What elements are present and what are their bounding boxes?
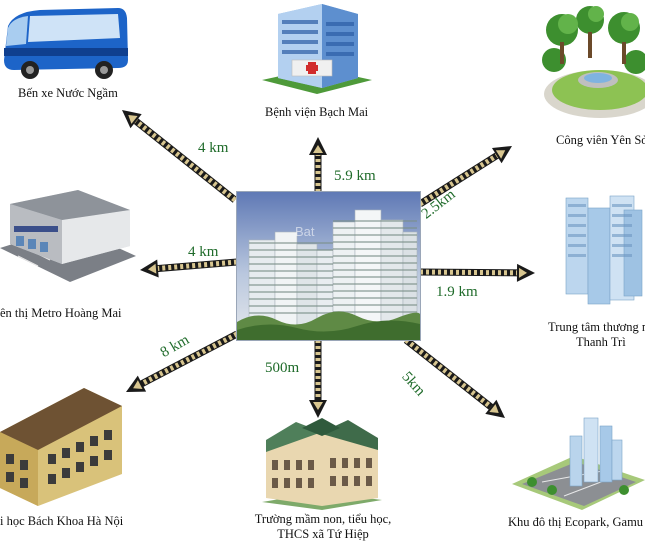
bus-icon (0, 4, 130, 82)
park-icon (540, 2, 645, 120)
watermark: Bat (295, 224, 315, 239)
label-supermarket: ên thị Metro Hoàng Mai (0, 306, 122, 320)
arrow-park (418, 146, 512, 207)
arrow-bus-station (122, 110, 238, 203)
label-mall: Trung tâm thương m Thanh Trì (548, 320, 645, 350)
arrow-ecopark (403, 337, 505, 418)
distance-hospital: 5.9 km (334, 168, 376, 184)
apartment-complex-photo: Bat (237, 192, 420, 340)
label-park: Công viên Yên Sở (556, 133, 645, 147)
supermarket-icon (0, 186, 136, 286)
label-bus-station: Bến xe Nước Ngầm (18, 86, 118, 100)
label-hospital: Bệnh viện Bạch Mai (265, 105, 369, 119)
distance-bus-station: 4 km (198, 140, 229, 156)
label-ecopark: Khu đô thị Ecopark, Gamu (508, 515, 644, 529)
label-school: Trường mầm non, tiểu học, THCS xã Tứ Hiệ… (250, 512, 396, 542)
distance-school: 500m (265, 360, 300, 376)
arrow-mall (419, 263, 535, 282)
arrow-university (126, 330, 239, 392)
distance-supermarket: 4 km (188, 244, 219, 260)
arrow-supermarket (140, 258, 238, 278)
label-mall-line-1: Trung tâm thương m (548, 320, 645, 334)
label-mall-line-2: Thanh Trì (576, 335, 626, 349)
urban-area-icon (512, 410, 645, 510)
label-university: i học Bách Khoa Hà Nội (0, 514, 124, 528)
school-icon (262, 418, 382, 510)
hospital-icon (262, 2, 372, 94)
label-school-line-2: THCS xã Tứ Hiệp (277, 527, 369, 541)
distance-mall: 1.9 km (436, 284, 478, 300)
university-icon (0, 384, 124, 508)
mall-icon (560, 190, 645, 308)
arrow-school (309, 340, 327, 418)
arrow-hospital (309, 137, 327, 192)
label-school-line-1: Trường mầm non, tiểu học, (254, 512, 392, 526)
